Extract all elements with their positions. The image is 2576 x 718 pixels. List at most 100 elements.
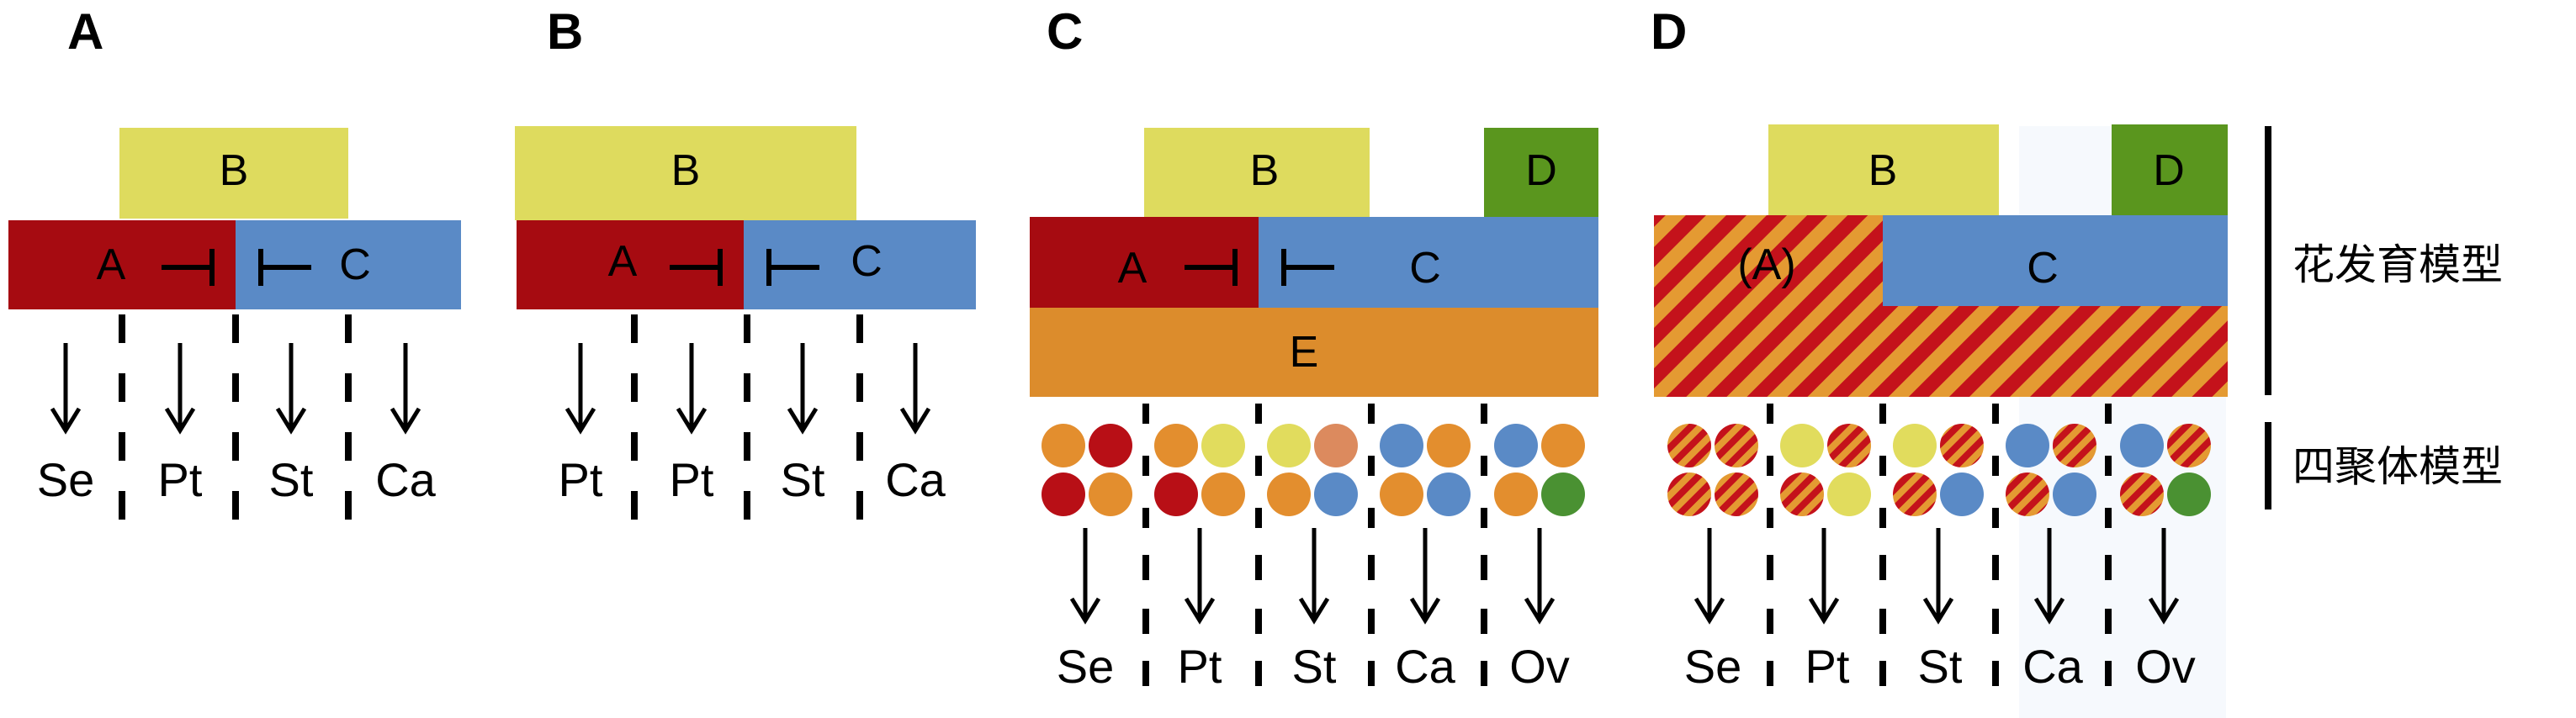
panel-c-inhibition-c-to-a bbox=[1281, 249, 1334, 286]
panel-b-organ-4: Ca bbox=[885, 453, 946, 506]
panel-d-class-a-label: (A) bbox=[1737, 240, 1795, 289]
floral-model-bracket bbox=[2265, 126, 2271, 395]
panel-b-organ-3: St bbox=[781, 453, 825, 506]
panel-c-quartet-3-protein-2 bbox=[1314, 424, 1358, 467]
panel-d-quartet-3-protein-2 bbox=[1940, 424, 1984, 467]
panel-c-quartet-1-protein-3 bbox=[1042, 473, 1085, 516]
panel-c-quartet-4-protein-4 bbox=[1427, 473, 1471, 516]
panel-c-organ-3: St bbox=[1292, 640, 1337, 693]
floral-model-label: 花发育模型 bbox=[2292, 240, 2503, 289]
panel-d-quartet-2-protein-3 bbox=[1780, 473, 1824, 516]
panel-c-organ-2: Pt bbox=[1178, 640, 1222, 693]
panel-d-whorl-dividers bbox=[1767, 404, 2112, 686]
panel-a-organ-1: Se bbox=[37, 453, 95, 506]
panel-d-quartet-1-protein-2 bbox=[1715, 424, 1758, 467]
panel-c-class-a-box bbox=[1030, 217, 1259, 308]
panel-d-quartets bbox=[1667, 424, 2211, 516]
panel-a-inhibition-a-to-c bbox=[162, 249, 215, 286]
panel-b-whorl-dividers bbox=[631, 314, 863, 520]
panel-b-class-b-label: B bbox=[671, 146, 701, 195]
panel-c-organ-5: Ov bbox=[1509, 640, 1570, 693]
panel-b-class-a-label: A bbox=[608, 237, 638, 286]
panel-a-organ-2: Pt bbox=[158, 453, 203, 506]
panel-d-class-b-box bbox=[1768, 124, 1999, 215]
panel-c-class-b-label: B bbox=[1250, 146, 1280, 195]
panel-d-quartet-1-protein-1 bbox=[1667, 424, 1711, 467]
panel-c-quartet-2-protein-4 bbox=[1201, 473, 1245, 516]
panel-b-inhibition-a-to-c bbox=[670, 249, 723, 286]
panel-d-quartet-4-protein-3 bbox=[2006, 473, 2049, 516]
panel-c-quartet-5-protein-4 bbox=[1541, 473, 1585, 516]
panel-d-quartet-2-protein-1 bbox=[1780, 424, 1824, 467]
panel-c-quartet-4-protein-3 bbox=[1380, 473, 1423, 516]
panel-a-organ-4: Ca bbox=[375, 453, 436, 506]
panel-d-class-c-label: C bbox=[2027, 244, 2059, 293]
panel-d-quartet-3-protein-1 bbox=[1893, 424, 1937, 467]
panel-c-whorl-dividers bbox=[1142, 404, 1487, 686]
panel-c-quartet-4-protein-2 bbox=[1427, 424, 1471, 467]
panel-c-quartet-5-protein-2 bbox=[1541, 424, 1585, 467]
panel-d: D B D (A) C Se Pt St Ca Ov bbox=[1651, 3, 2228, 718]
panel-c-quartet-3-protein-4 bbox=[1314, 473, 1358, 516]
panel-d-organ-3: St bbox=[1918, 640, 1963, 693]
panel-c-quartet-4-protein-1 bbox=[1380, 424, 1423, 467]
panel-c-organ-4: Ca bbox=[1395, 640, 1455, 693]
panel-d-organ-1: Se bbox=[1684, 640, 1742, 693]
panel-d-arrows bbox=[1693, 528, 2180, 625]
panel-d-quartet-5-protein-3 bbox=[2120, 473, 2164, 516]
panel-d-organ-5: Ov bbox=[2135, 640, 2196, 693]
panel-c-quartet-5-protein-1 bbox=[1494, 424, 1538, 467]
panel-c-quartet-1-protein-2 bbox=[1089, 424, 1132, 467]
panel-c-quartet-3-protein-1 bbox=[1267, 424, 1311, 467]
panel-c-quartet-1-protein-1 bbox=[1042, 424, 1085, 467]
panel-d-quartet-2-protein-2 bbox=[1827, 424, 1871, 467]
panel-b: B B A C Pt Pt St Ca bbox=[515, 3, 976, 520]
panel-d-quartet-1-protein-3 bbox=[1667, 473, 1711, 516]
panel-a-class-c-label: C bbox=[339, 240, 371, 289]
panel-a: A B A C Se Pt St Ca bbox=[8, 3, 461, 520]
panel-a-whorl-dividers bbox=[119, 314, 352, 520]
panel-c-class-d-box bbox=[1484, 128, 1598, 217]
side-labels: 花发育模型 四聚体模型 bbox=[2265, 126, 2503, 509]
panel-d-organ-2: Pt bbox=[1805, 640, 1850, 693]
panel-b-organ-2: Pt bbox=[670, 453, 714, 506]
panel-c-arrows bbox=[1069, 528, 1556, 625]
quartet-model-label: 四聚体模型 bbox=[2292, 442, 2503, 491]
panel-d-quartet-5-protein-1 bbox=[2120, 424, 2164, 467]
panel-a-class-b-box bbox=[119, 128, 348, 219]
panel-d-quartet-4-protein-4 bbox=[2053, 473, 2096, 516]
panel-a-arrows bbox=[50, 343, 421, 435]
panel-c-class-b-box bbox=[1144, 128, 1370, 217]
panel-c-quartet-2-protein-2 bbox=[1201, 424, 1245, 467]
panel-d-quartet-1-protein-4 bbox=[1715, 473, 1758, 516]
panel-c-quartet-3-protein-3 bbox=[1267, 473, 1311, 516]
panel-c-organ-1: Se bbox=[1057, 640, 1115, 693]
quartet-model-bracket bbox=[2265, 422, 2271, 509]
panel-d-quartet-3-protein-3 bbox=[1893, 473, 1937, 516]
panel-c-inhibition-a-to-c bbox=[1185, 249, 1238, 286]
panel-d-class-d-label: D bbox=[2153, 146, 2185, 195]
panel-c-class-a-label: A bbox=[1118, 244, 1148, 293]
panel-d-quartet-3-protein-4 bbox=[1940, 473, 1984, 516]
panel-b-arrows bbox=[564, 343, 931, 435]
panel-c-quartet-2-protein-1 bbox=[1154, 424, 1198, 467]
panel-b-class-b-box bbox=[515, 126, 856, 220]
panel-a-inhibition-c-to-a bbox=[258, 249, 311, 286]
panel-d-organ-4: Ca bbox=[2022, 640, 2083, 693]
panel-a-class-b-label: B bbox=[220, 146, 249, 195]
panel-d-quartet-2-protein-4 bbox=[1827, 473, 1871, 516]
panel-c-quartet-2-protein-3 bbox=[1154, 473, 1198, 516]
panel-c-class-c-box bbox=[1259, 217, 1598, 308]
panel-b-inhibition-c-to-a bbox=[766, 249, 819, 286]
panel-c-letter: C bbox=[1047, 3, 1083, 60]
panel-c-class-e-box bbox=[1030, 308, 1598, 397]
panel-d-quartet-4-protein-1 bbox=[2006, 424, 2049, 467]
panel-d-class-d-box bbox=[2112, 124, 2228, 215]
panel-c-quartet-1-protein-4 bbox=[1089, 473, 1132, 516]
panel-c-class-c-label: C bbox=[1409, 244, 1441, 293]
panel-c-quartet-5-protein-3 bbox=[1494, 473, 1538, 516]
panel-c-class-d-label: D bbox=[1525, 146, 1557, 195]
panel-d-quartet-5-protein-4 bbox=[2167, 473, 2211, 516]
panel-b-organ-1: Pt bbox=[559, 453, 603, 506]
